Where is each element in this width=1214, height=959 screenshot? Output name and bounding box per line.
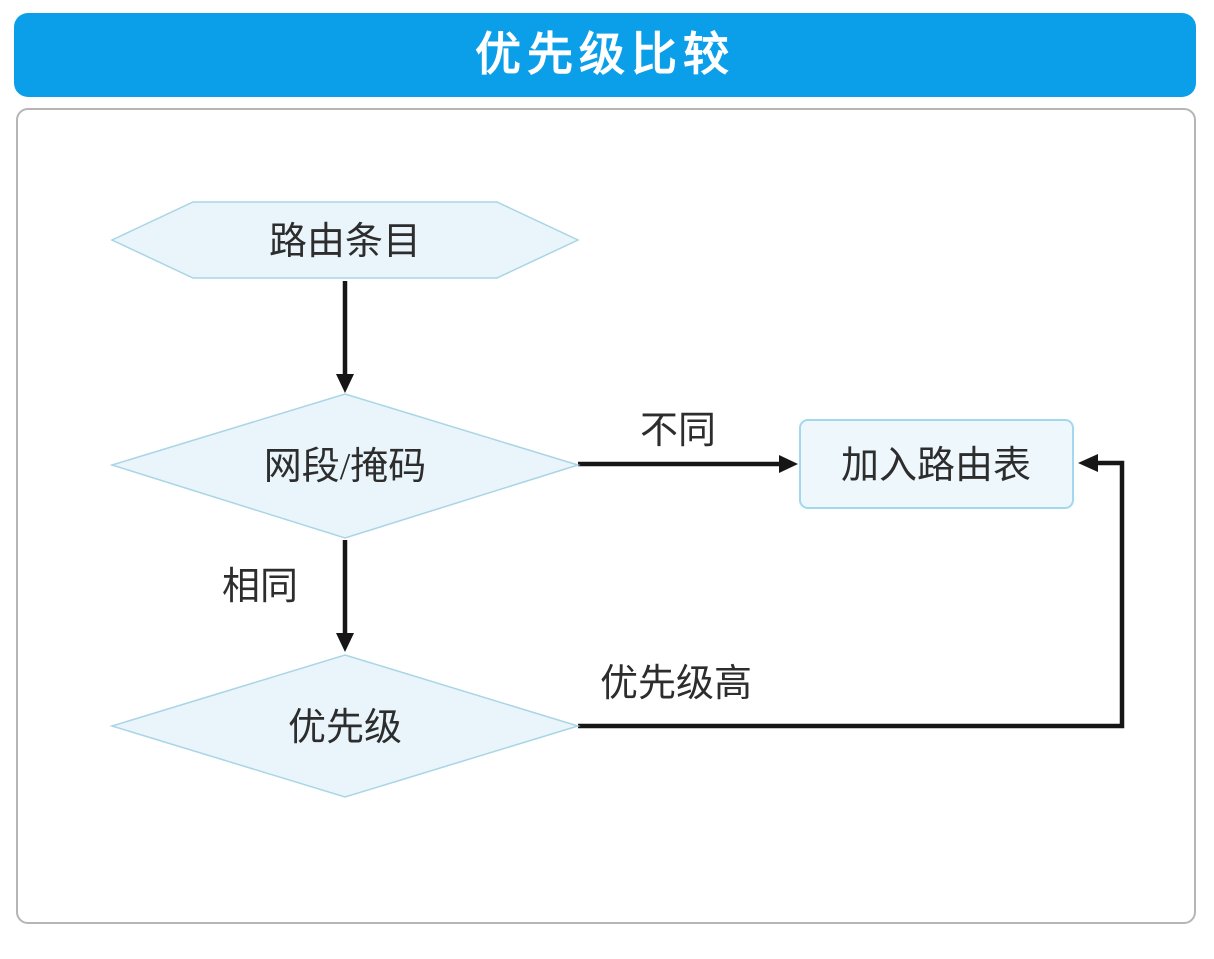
arrowhead-left-icon <box>1078 454 1098 472</box>
arrowhead-down-icon <box>336 633 354 652</box>
node-netmask-label: 网段/掩码 <box>264 446 427 488</box>
edge-label-same: 相同 <box>222 566 298 608</box>
node-add-route-table-label: 加入路由表 <box>841 445 1031 487</box>
edge-label-higher-priority: 优先级高 <box>600 663 752 705</box>
arrowhead-right-icon <box>779 455 798 473</box>
node-route-entry-label: 路由条目 <box>269 221 421 263</box>
arrowhead-down-icon <box>336 374 354 393</box>
edge-label-different: 不同 <box>640 410 716 452</box>
node-netmask-shape <box>109 393 581 539</box>
title-bar: 优先级比较 <box>14 13 1196 97</box>
node-priority-label: 优先级 <box>288 707 402 749</box>
node-priority-shape <box>109 654 581 798</box>
node-add-route-table-shape <box>799 419 1074 509</box>
page-title: 优先级比较 <box>475 29 735 80</box>
edge-priority-to-table <box>578 460 1125 729</box>
node-route-entry-shape <box>110 201 580 279</box>
